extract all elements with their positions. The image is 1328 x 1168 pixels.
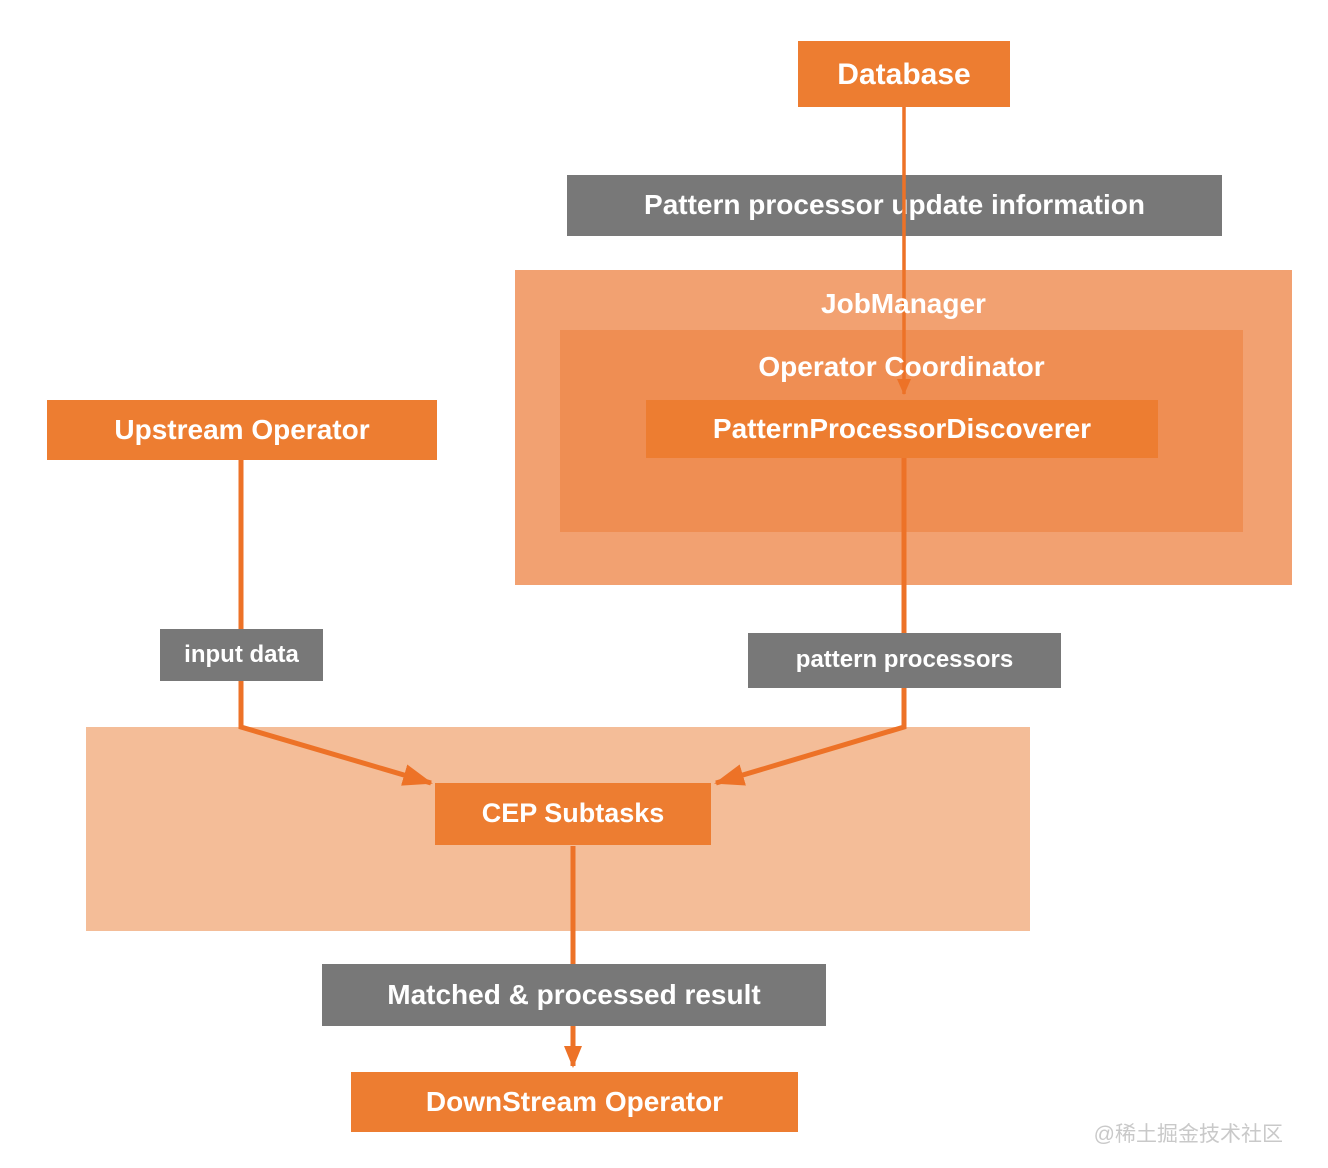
node-downstream-operator: DownStream Operator <box>351 1072 798 1132</box>
watermark-text: @稀土掘金技术社区 <box>1093 1123 1283 1146</box>
edge-label-pattern-processors: pattern processors <box>748 633 1061 688</box>
node-database: Database <box>798 41 1010 107</box>
arrow-discoverer-to-cep-subtasks <box>714 458 907 786</box>
node-cep-subtasks: CEP Subtasks <box>435 783 711 845</box>
operator-coordinator-title: Operator Coordinator <box>758 350 1045 382</box>
edge-label-pattern-processor-update-information: Pattern processor update information <box>567 175 1222 236</box>
arrow-upstream-to-cep-subtasks <box>238 460 433 786</box>
node-pattern-processor-discoverer: PatternProcessorDiscoverer <box>646 400 1158 458</box>
edge-label-input-data: input data <box>160 629 323 681</box>
jobmanager-title: JobManager <box>821 287 986 319</box>
edge-label-matched-processed-result: Matched & processed result <box>322 964 826 1026</box>
node-upstream-operator: Upstream Operator <box>47 400 437 460</box>
